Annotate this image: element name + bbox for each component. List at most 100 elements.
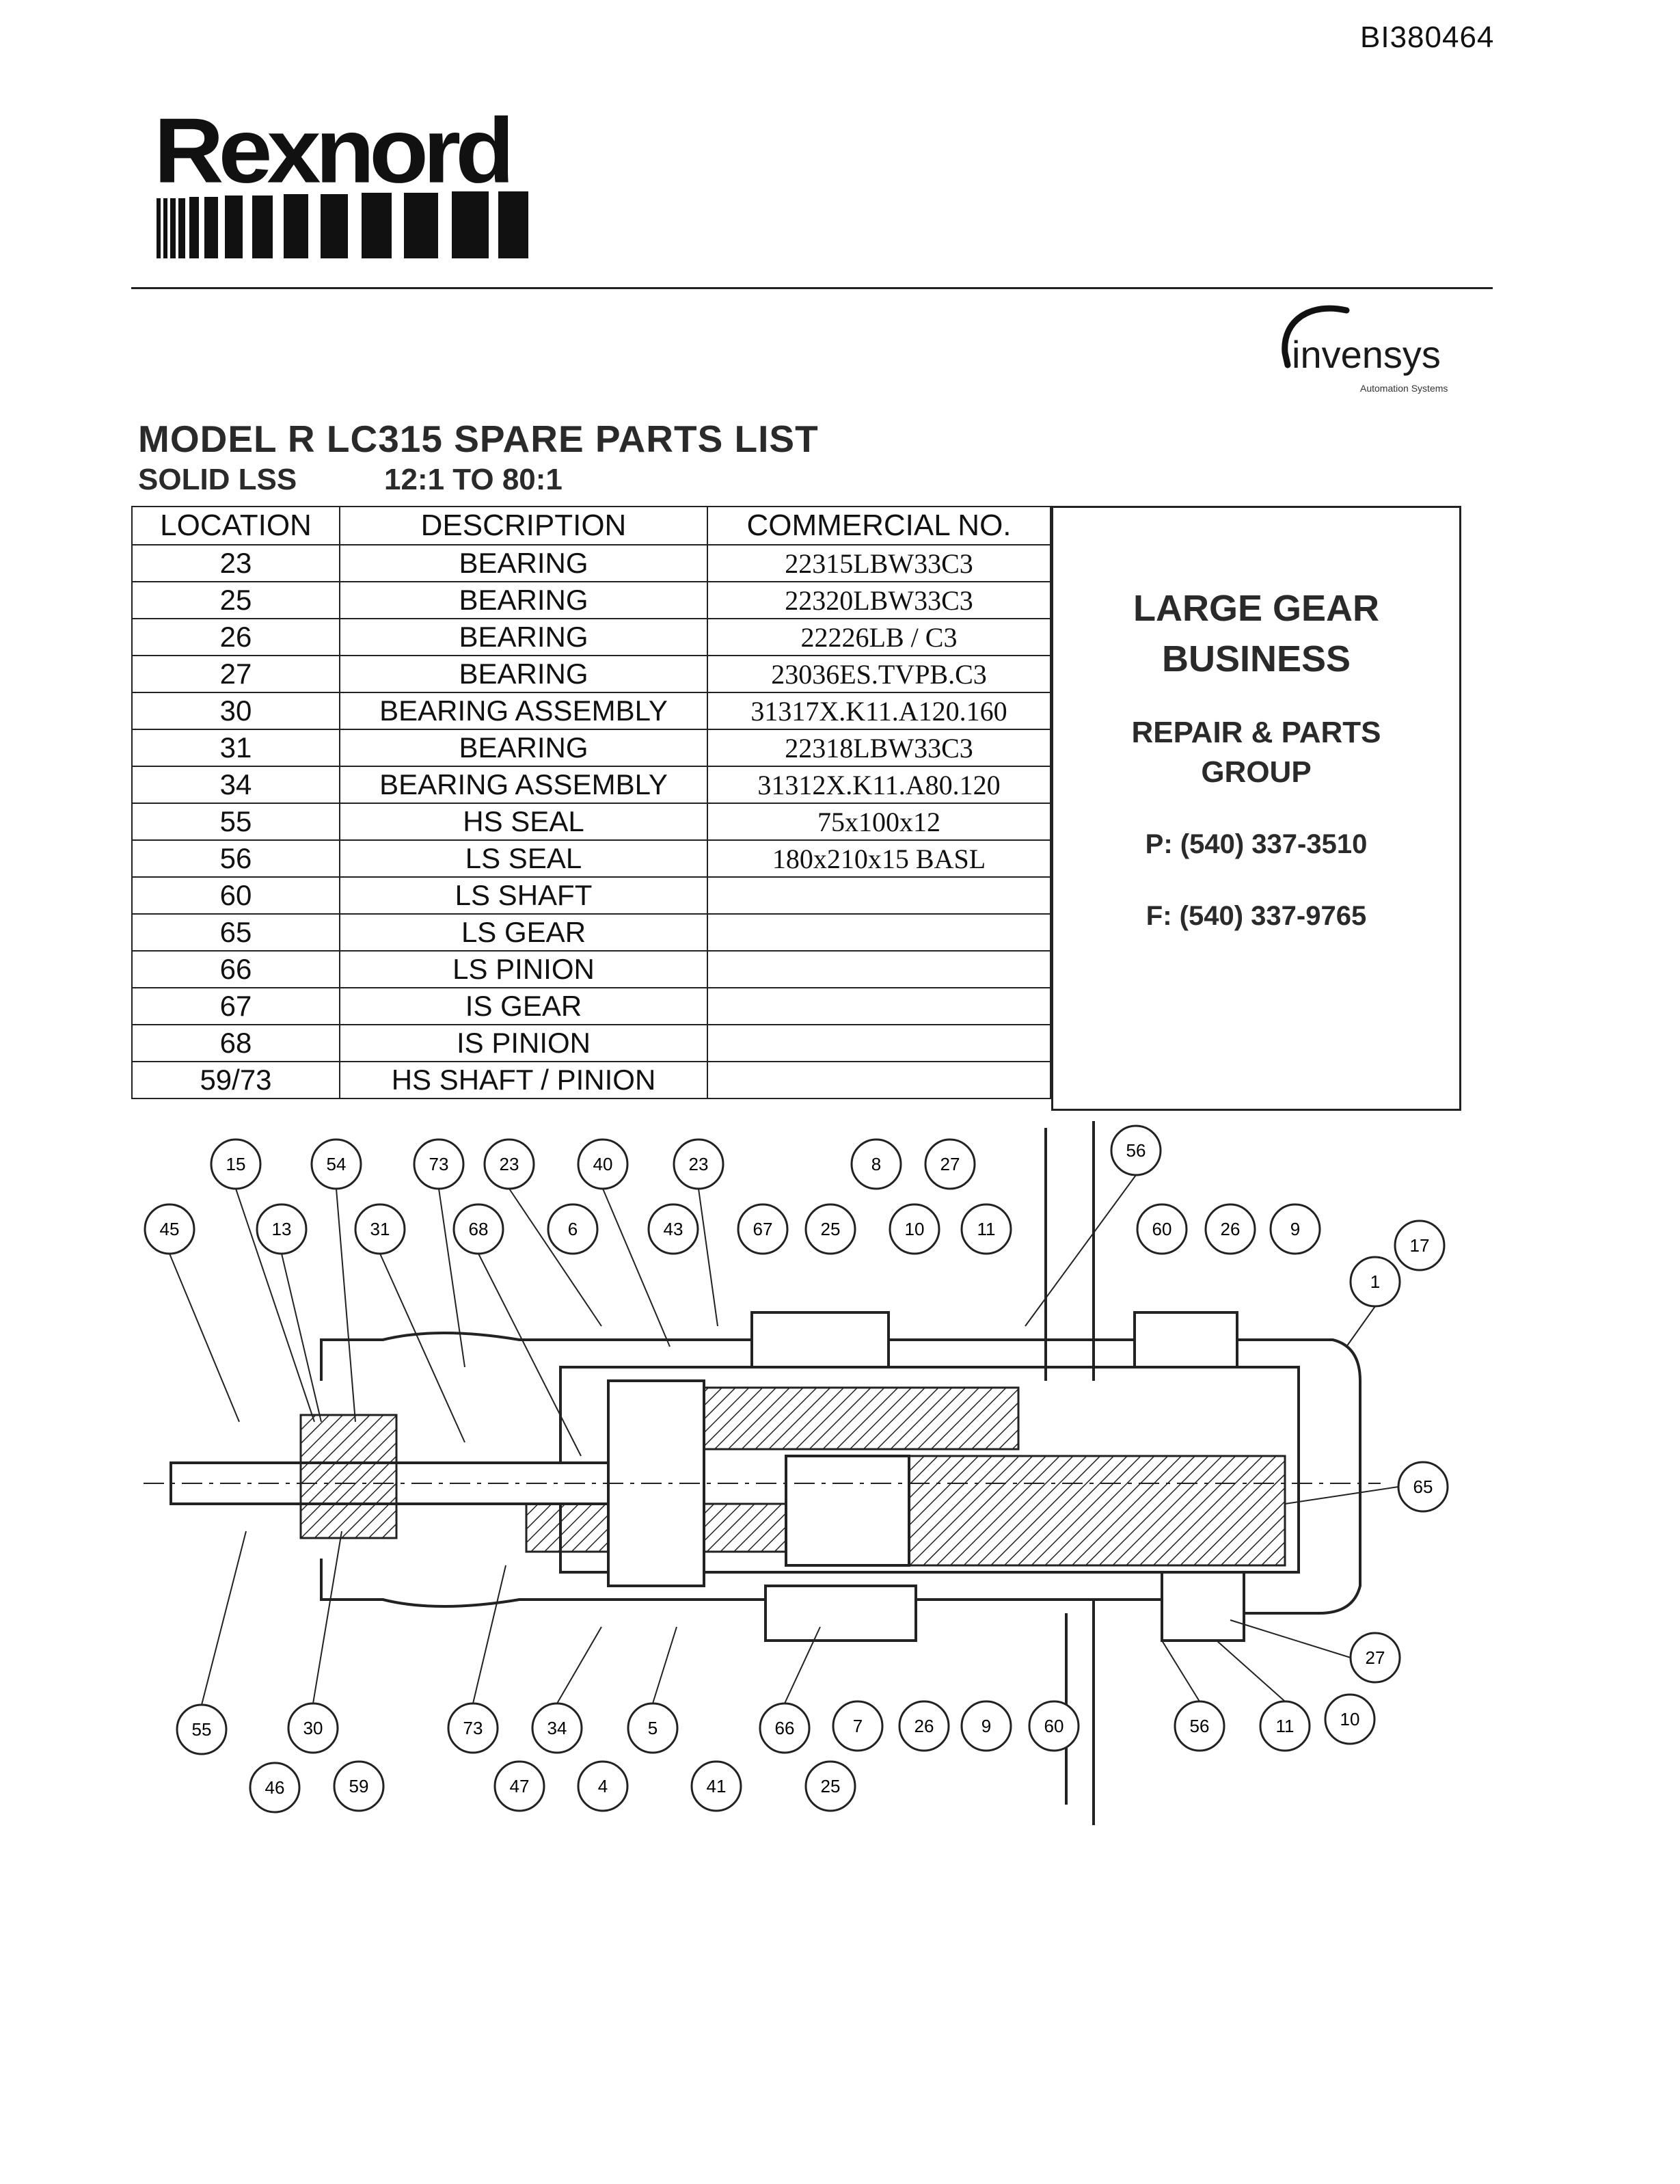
partner-tagline: Automation Systems [1360, 383, 1448, 394]
commercial-no-cell: 22320LBW33C3 [707, 581, 1051, 619]
svg-text:41: 41 [707, 1776, 727, 1796]
svg-text:40: 40 [593, 1154, 613, 1174]
commercial-no-cell [707, 1024, 1051, 1062]
svg-text:47: 47 [510, 1776, 530, 1796]
svg-text:60: 60 [1152, 1219, 1172, 1239]
ls-gear [908, 1455, 1286, 1567]
partner-name: invensys [1292, 333, 1441, 376]
commercial-no-cell [707, 876, 1051, 915]
location-cell: 65 [131, 913, 340, 952]
commercial-no-cell: 22226LB / C3 [707, 618, 1051, 656]
svg-text:66: 66 [775, 1718, 795, 1738]
description-cell: HS SHAFT / PINION [339, 1061, 708, 1099]
location-cell: 56 [131, 839, 340, 878]
commercial-no-cell: 22315LBW33C3 [707, 544, 1051, 582]
commercial-no-cell: 180x210x15 BASL [707, 839, 1051, 878]
svg-text:11: 11 [977, 1219, 996, 1239]
svg-text:65: 65 [1413, 1477, 1433, 1497]
svg-text:43: 43 [664, 1219, 683, 1239]
commercial-no-cell [707, 913, 1051, 952]
callout-top: 15 54 73 23 40 23 8 27 56 45 13 31 68 6 … [144, 1124, 1446, 1308]
column-header: COMMERCIAL NO. [707, 506, 1051, 545]
gearbox-housing [320, 1121, 1361, 1825]
location-cell: 34 [131, 766, 340, 804]
business-heading: LARGE GEAR BUSINESS [1053, 583, 1459, 684]
description-cell: LS SHAFT [339, 876, 708, 915]
location-cell: 55 [131, 803, 340, 841]
commercial-no-cell: 22318LBW33C3 [707, 729, 1051, 767]
location-cell: 25 [131, 581, 340, 619]
svg-text:56: 56 [1126, 1140, 1146, 1161]
svg-text:34: 34 [547, 1718, 567, 1738]
description-cell: IS PINION [339, 1024, 708, 1062]
bearing-top [750, 1311, 890, 1369]
heading-line-1: LARGE GEAR [1133, 588, 1380, 629]
svg-text:25: 25 [821, 1219, 841, 1239]
description-cell: IS GEAR [339, 987, 708, 1025]
commercial-no-cell [707, 987, 1051, 1025]
page-subtitle: SOLID LSS 12:1 TO 80:1 [138, 463, 563, 497]
location-cell: 66 [131, 950, 340, 988]
svg-text:9: 9 [981, 1716, 991, 1736]
logo-bars-icon [157, 191, 528, 258]
description-cell: BEARING [339, 581, 708, 619]
location-cell: 26 [131, 618, 340, 656]
document-id: BI380464 [1360, 21, 1495, 54]
header-rule [131, 287, 1493, 289]
svg-text:4: 4 [598, 1776, 608, 1796]
svg-text:10: 10 [905, 1219, 925, 1239]
svg-text:6: 6 [568, 1219, 578, 1239]
svg-text:27: 27 [1366, 1647, 1385, 1668]
commercial-no-cell: 31317X.K11.A120.160 [707, 692, 1051, 730]
heading-line-2: BUSINESS [1161, 638, 1351, 679]
svg-text:9: 9 [1290, 1219, 1300, 1239]
description-cell: HS SEAL [339, 803, 708, 841]
commercial-no-cell: 23036ES.TVPB.C3 [707, 655, 1051, 693]
svg-text:73: 73 [429, 1154, 449, 1174]
commercial-no-cell: 31312X.K11.A80.120 [707, 766, 1051, 804]
svg-text:8: 8 [871, 1154, 881, 1174]
svg-text:11: 11 [1276, 1716, 1295, 1736]
svg-text:27: 27 [940, 1154, 960, 1174]
location-cell: 67 [131, 987, 340, 1025]
svg-text:25: 25 [821, 1776, 841, 1796]
svg-text:26: 26 [1221, 1219, 1241, 1239]
callouts: 15 54 73 23 40 23 8 27 56 45 13 31 68 6 … [144, 1124, 1449, 1814]
description-cell: BEARING [339, 544, 708, 582]
subtitle-shaft: SOLID LSS [138, 463, 297, 496]
svg-text:15: 15 [226, 1154, 246, 1174]
location-cell: 59/73 [131, 1061, 340, 1099]
leader-lines [169, 1174, 1399, 1706]
callout-bottom: 55 30 73 34 5 66 7 26 9 60 56 11 46 59 4… [176, 1700, 1311, 1814]
hs-bearing-housing [299, 1414, 398, 1539]
brand-name: Rexnord [154, 99, 515, 203]
description-cell: BEARING [339, 655, 708, 693]
svg-text:56: 56 [1190, 1716, 1210, 1736]
svg-text:23: 23 [689, 1154, 709, 1174]
column-header: DESCRIPTION [339, 506, 708, 545]
invensys-logo: invensys Automation Systems [1270, 299, 1489, 402]
commercial-no-cell [707, 950, 1051, 988]
bearing-right-top [1133, 1311, 1238, 1369]
description-cell: BEARING ASSEMBLY [339, 766, 708, 804]
svg-text:54: 54 [327, 1154, 347, 1174]
group-heading: REPAIR & PARTS GROUP [1053, 713, 1459, 792]
contact-box: LARGE GEAR BUSINESS REPAIR & PARTS GROUP… [1051, 506, 1461, 1111]
svg-text:1: 1 [1370, 1271, 1380, 1292]
bearing-bottom [764, 1585, 917, 1642]
svg-text:60: 60 [1044, 1716, 1064, 1736]
svg-text:7: 7 [853, 1716, 863, 1736]
phone-number: P: (540) 337-3510 [1145, 829, 1368, 859]
svg-text:31: 31 [370, 1219, 390, 1239]
